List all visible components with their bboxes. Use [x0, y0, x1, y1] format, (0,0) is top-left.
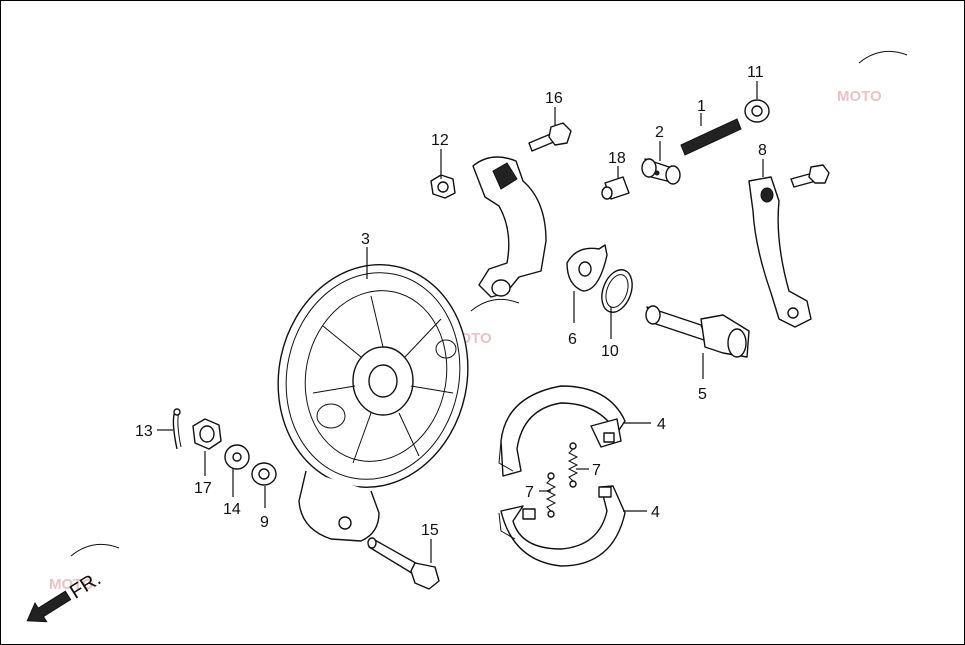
spring-rod-1 [680, 118, 742, 156]
axle-nut [192, 418, 222, 450]
callout-14: 14 [223, 501, 241, 518]
callout-6: 6 [568, 331, 577, 348]
callout-18: 18 [608, 150, 626, 167]
collar-9 [251, 462, 277, 486]
callout-12: 12 [431, 132, 449, 149]
callout-leaders [157, 81, 764, 563]
callout-13: 13 [135, 423, 153, 440]
watermark-text: MOTO [49, 576, 94, 593]
washer-11 [744, 99, 770, 123]
callout-5: 5 [698, 386, 707, 403]
brake-panel [277, 264, 469, 542]
spring-upper [567, 442, 579, 488]
axle-bolt [367, 537, 440, 590]
front-label: FR. [66, 568, 105, 604]
callout-4-lower: 4 [651, 504, 660, 521]
o-ring-10 [601, 269, 633, 313]
callout-9: 9 [260, 514, 269, 531]
callout-4-upper: 4 [657, 416, 666, 433]
sleeve-18 [601, 176, 630, 200]
callout-2: 2 [655, 124, 664, 141]
pin-2 [641, 158, 681, 185]
indicator-plate-6 [566, 244, 608, 292]
watermark-top-right: MOTO [837, 50, 908, 105]
washer-14 [224, 444, 250, 470]
brake-lever-arm [748, 164, 830, 328]
brake-arm-bracket [472, 156, 547, 298]
callout-15: 15 [421, 522, 439, 539]
watermark-text: MOTO [837, 88, 882, 105]
callout-17: 17 [194, 480, 212, 497]
nut-12 [430, 174, 456, 199]
brake-shoe-upper [498, 385, 626, 477]
spring-lower [545, 472, 557, 518]
callout-3: 3 [361, 231, 370, 248]
callout-10: 10 [601, 343, 619, 360]
callout-16: 16 [545, 90, 563, 107]
callout-11: 11 [747, 64, 764, 81]
callout-labels: 1 2 3 4 4 5 6 7 7 8 9 10 11 12 13 14 15 … [135, 64, 767, 539]
callout-1: 1 [697, 98, 706, 115]
brake-shoe-lower [498, 485, 626, 567]
callout-7-upper: 7 [592, 462, 601, 479]
brake-cam-5 [645, 305, 750, 358]
arrow-left-icon [26, 590, 72, 623]
callout-7-lower: 7 [525, 484, 534, 501]
watermark-bottom-left: MOTO [49, 543, 120, 593]
cotter-pin [172, 408, 182, 450]
callout-8: 8 [758, 142, 767, 159]
bolt-16 [528, 122, 572, 152]
